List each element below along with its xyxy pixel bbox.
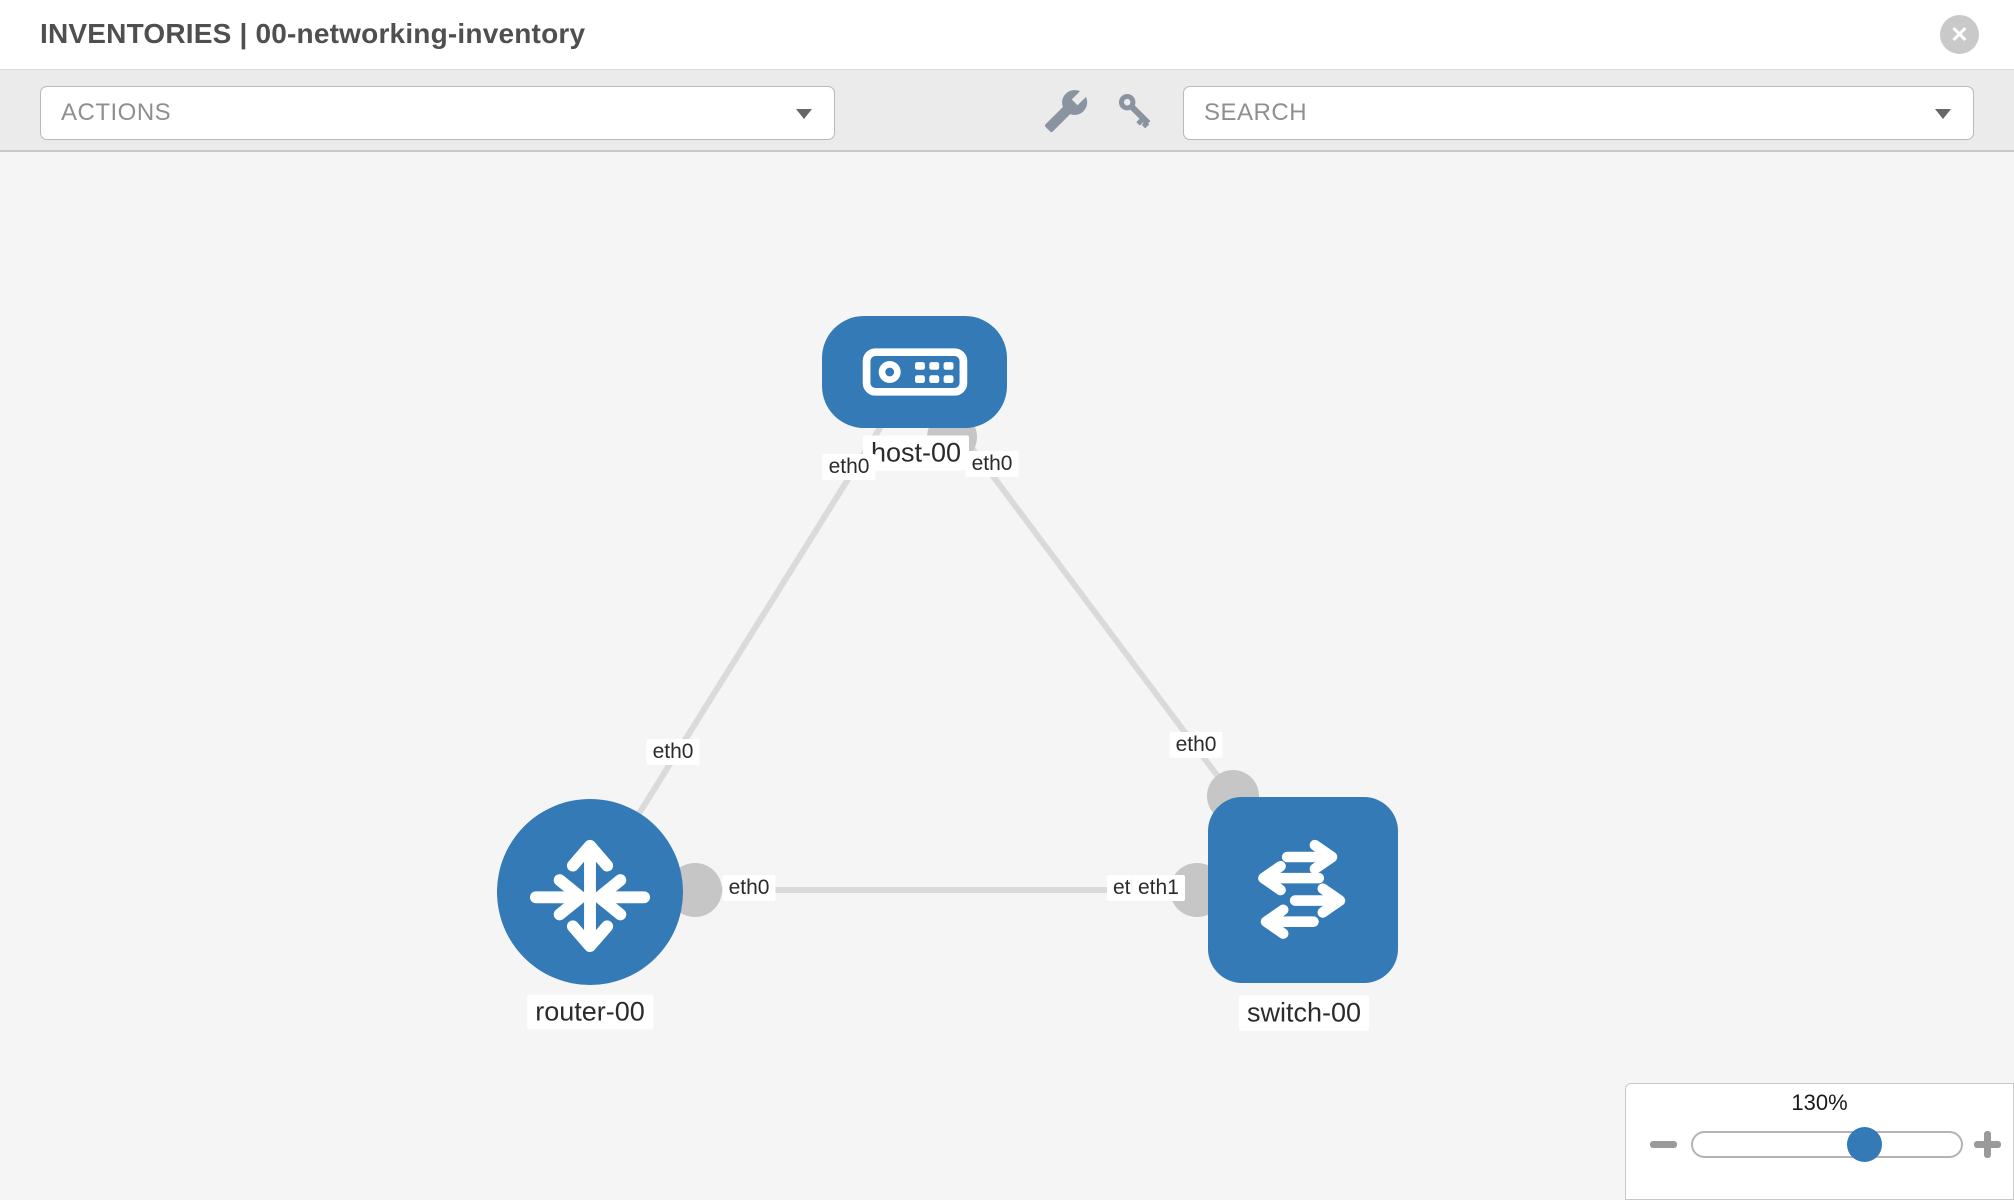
plus-icon xyxy=(1984,1131,1991,1158)
zoom-in-button[interactable] xyxy=(1974,1131,2001,1158)
iface-label-host-right: eth0 xyxy=(965,451,1019,477)
router-icon xyxy=(529,839,651,953)
key-icon xyxy=(1118,93,1151,129)
close-icon: ✕ xyxy=(1950,21,1969,47)
zoom-level-value: 130% xyxy=(1791,1090,1848,1115)
iface-label-switch-uplink: eth0 xyxy=(1169,732,1223,758)
node-host-00[interactable] xyxy=(822,316,1007,428)
node-router-00[interactable] xyxy=(497,799,683,985)
configure-button[interactable] xyxy=(1043,88,1089,134)
toolbar: ACTIONS SEARCH xyxy=(0,70,2014,152)
actions-dropdown-label: ACTIONS xyxy=(61,99,172,126)
zoom-slider-track[interactable] xyxy=(1691,1131,1963,1158)
topology-links-layer xyxy=(587,370,1306,917)
page-title: INVENTORIES | 00-networking-inventory xyxy=(40,18,586,49)
node-label-switch-00: switch-00 xyxy=(1238,995,1370,1031)
node-label-host-00: host-00 xyxy=(862,435,970,471)
node-label-router-00: router-00 xyxy=(527,994,653,1030)
wrench-icon xyxy=(1044,90,1088,133)
switch-icon xyxy=(1258,839,1346,939)
host-icon xyxy=(862,348,967,396)
header: INVENTORIES | 00-networking-inventory ✕ xyxy=(0,0,2014,70)
chevron-down-icon xyxy=(796,109,812,119)
node-switch-00[interactable] xyxy=(1208,797,1398,983)
actions-dropdown[interactable]: ACTIONS xyxy=(40,86,835,140)
zoom-slider-thumb[interactable] xyxy=(1847,1127,1882,1162)
credentials-button[interactable] xyxy=(1113,88,1159,134)
close-button[interactable]: ✕ xyxy=(1940,15,1979,54)
chevron-down-icon xyxy=(1935,109,1951,119)
search-dropdown-label: SEARCH xyxy=(1204,99,1308,126)
topology-canvas[interactable]: host-00 router-00 switch-00 eth0 eth0 et… xyxy=(0,152,2014,1200)
search-dropdown[interactable]: SEARCH xyxy=(1183,86,1974,140)
zoom-out-button[interactable] xyxy=(1650,1141,1677,1148)
iface-label-host-left: eth0 xyxy=(822,454,876,480)
iface-label-router-uplink: eth0 xyxy=(646,739,700,765)
zoom-panel: 130% xyxy=(1625,1083,2014,1200)
iface-label-router-right: eth0 xyxy=(722,875,776,901)
iface-label-switch-left: eth1 xyxy=(1132,875,1185,901)
